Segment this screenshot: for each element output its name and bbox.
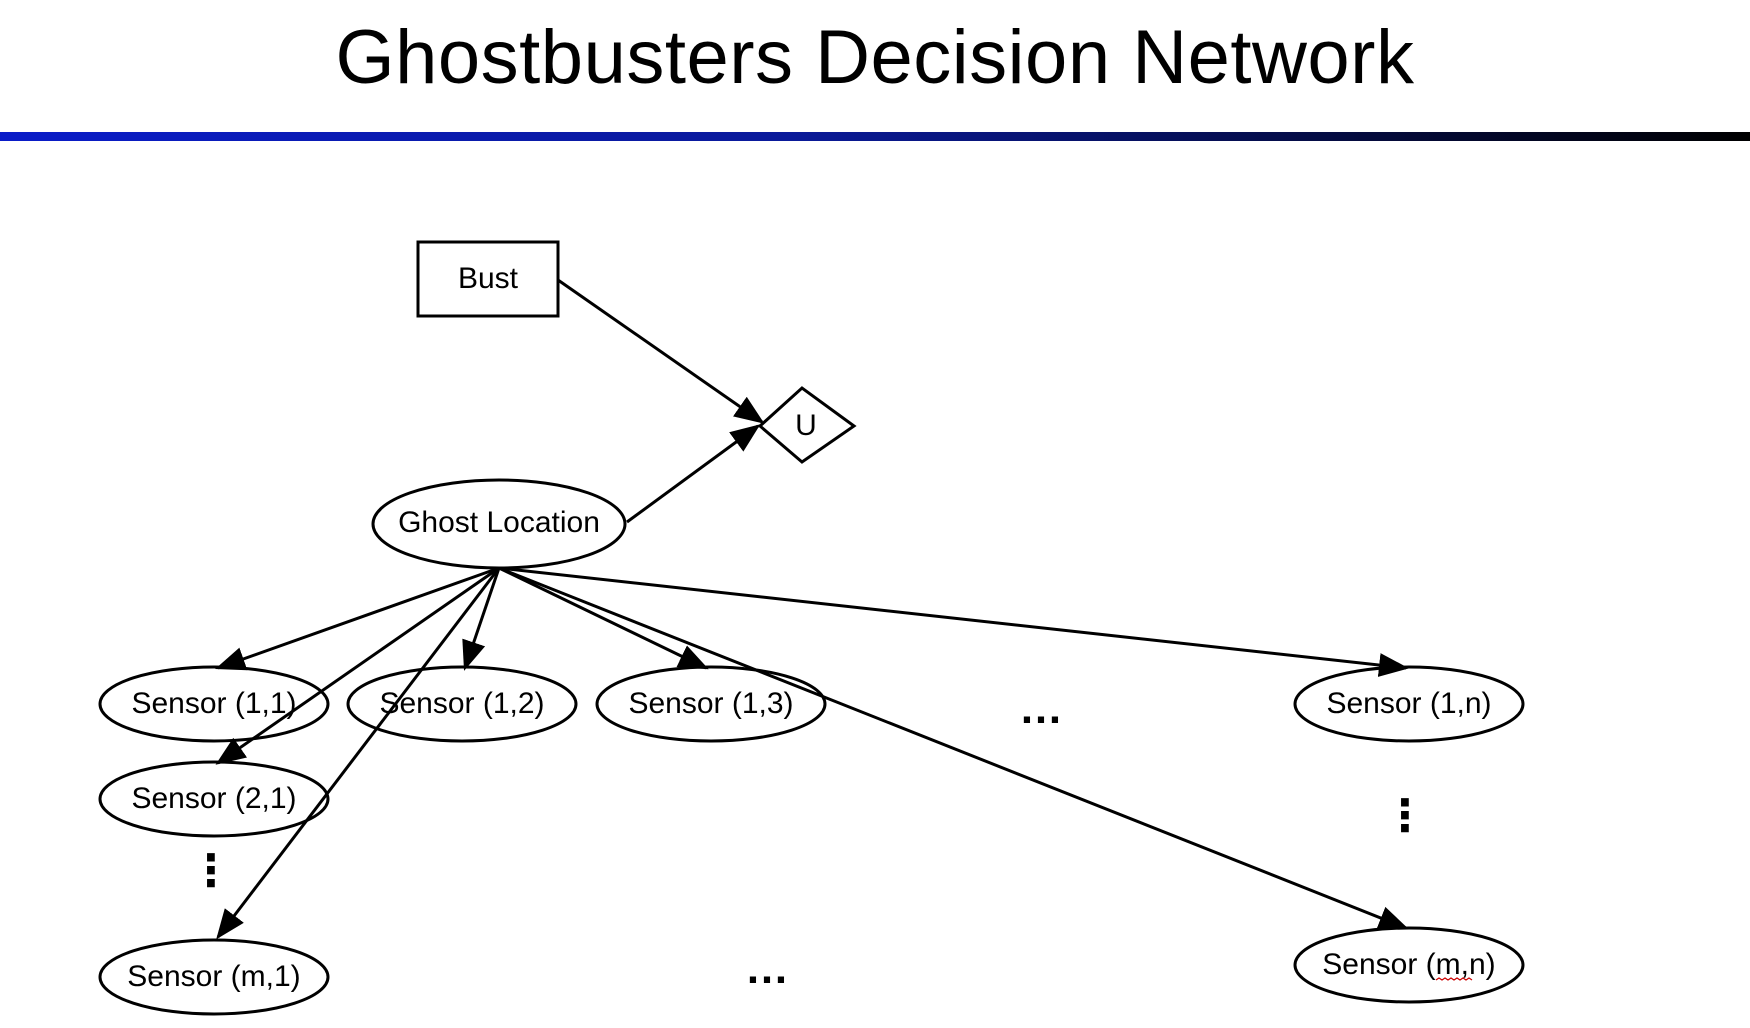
sensor-m-1-node: Sensor (m,1)	[98, 938, 330, 1016]
sensor-2-1-label: Sensor (2,1)	[131, 782, 296, 815]
sensor-1-3-label: Sensor (1,3)	[628, 687, 793, 720]
edge-ghost-to-sensor-m-n	[498, 566, 1409, 930]
sensor-1-1-label: Sensor (1,1)	[131, 687, 296, 720]
sensor-m-1-label: Sensor (m,1)	[127, 960, 300, 993]
ghost-location-node-label: Ghost Location	[398, 506, 600, 539]
utility-node-label: U	[795, 409, 817, 442]
edge-ghost-to-sensor-1-n	[498, 566, 1409, 677]
title-divider	[0, 132, 1750, 141]
edge-ghost-to-sensor-1-2	[462, 567, 501, 671]
row-1-ellipsis: …	[1019, 684, 1063, 733]
row-m-ellipsis: …	[745, 944, 789, 993]
bust-node-label: Bust	[458, 262, 519, 295]
sensor-1-2-node: Sensor (1,2)	[346, 665, 578, 743]
sensor-1-3-node: Sensor (1,3)	[595, 665, 827, 743]
utility-node: U	[757, 386, 857, 464]
sensor-1-n-node: Sensor (1,n)	[1293, 665, 1525, 743]
sensor-m-n-label: Sensor (m,n)	[1322, 948, 1495, 981]
sensor-1-2-label: Sensor (1,2)	[379, 687, 544, 720]
edge-ghost-to-sensor-m-1	[216, 567, 501, 940]
column-n-vertical-ellipsis: ⋮	[1383, 792, 1427, 841]
edge-bust-to-u	[557, 278, 765, 424]
sensor-m-n-node: Sensor (m,n)	[1293, 926, 1525, 1004]
bust-node: Bust	[416, 240, 560, 318]
page-title: Ghostbusters Decision Network	[335, 15, 1415, 100]
column-1-vertical-ellipsis: ⋮	[189, 847, 233, 896]
sensor-1-1-node: Sensor (1,1)	[98, 665, 330, 743]
spellcheck-underline	[1435, 977, 1473, 981]
ghost-location-node: Ghost Location	[371, 478, 627, 570]
edge-ghost-to-sensor-1-1	[215, 566, 500, 671]
edges	[215, 278, 1409, 940]
edge-ghost-to-sensor-1-3	[498, 566, 709, 670]
sensor-1-n-label: Sensor (1,n)	[1326, 687, 1491, 720]
sensor-2-1-node: Sensor (2,1)	[98, 760, 330, 838]
edge-ghost-to-sensor-2-1	[215, 566, 500, 765]
edge-ghost-to-u	[626, 424, 761, 524]
